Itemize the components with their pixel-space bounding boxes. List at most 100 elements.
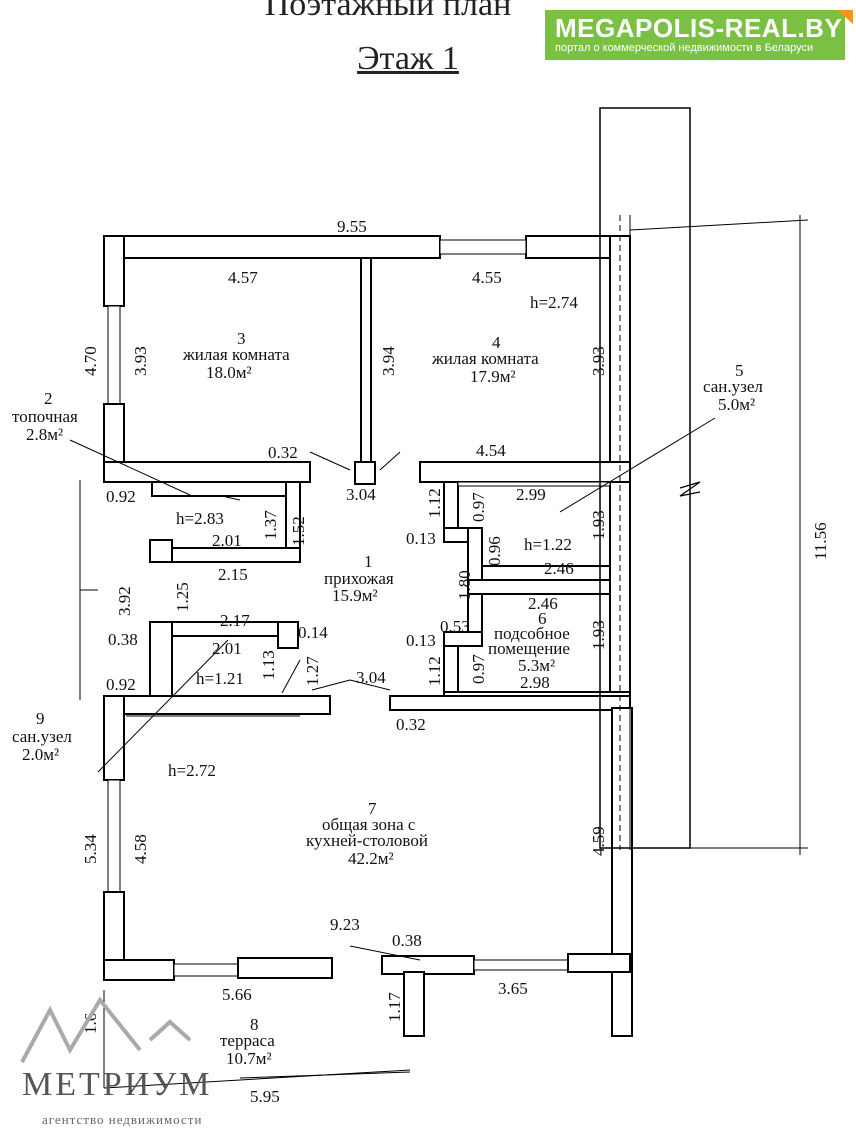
agency-tagline: агентство недвижимости: [42, 1112, 203, 1127]
wall-bath9-bottom: [103, 695, 331, 715]
dim-r3-h: 3.93: [131, 346, 150, 376]
dim-092a: 0.92: [106, 487, 136, 506]
dim-032a: 0.32: [268, 443, 298, 462]
height-r4: h=2.74: [530, 293, 578, 312]
height-bath9: h=1.21: [196, 669, 244, 688]
r6-name2: помещение: [488, 639, 570, 658]
r1-name: прихожая: [324, 569, 394, 588]
r3-area: 18.0м²: [206, 363, 252, 382]
window-bottom-left: [173, 963, 239, 977]
dim-215: 2.15: [218, 565, 248, 584]
height-shower: h=1.22: [524, 535, 572, 554]
dim-013a: 0.13: [406, 529, 436, 548]
dim-534: 5.34: [81, 834, 100, 864]
dim-392: 3.92: [115, 586, 134, 616]
height-r2: h=2.83: [176, 509, 224, 528]
dim-038b: 0.38: [392, 931, 422, 950]
r9-area: 2.0м²: [22, 745, 59, 764]
dim-298: 2.98: [520, 673, 550, 692]
dim-top-total: 9.55: [337, 217, 367, 236]
height-r7: h=2.72: [168, 761, 216, 780]
r6-num: 6: [538, 609, 547, 628]
brand-banner[interactable]: MEGAPOLIS-REAL.BY портал о коммерческой …: [545, 10, 853, 60]
dim-r3-width: 4.57: [228, 268, 258, 287]
r2-name: топочная: [12, 407, 78, 426]
wall-bath9-stub: [277, 621, 299, 649]
wall-terrace-post: [403, 971, 425, 1037]
wall-left-upper: [103, 235, 125, 307]
dim-566: 5.66: [222, 985, 252, 1004]
dim-096: 0.96: [485, 536, 504, 566]
r8-area: 10.7м²: [226, 1049, 272, 1068]
r1-num: 1: [364, 552, 373, 571]
dim-458: 4.58: [131, 834, 150, 864]
wall-r6-top: [467, 579, 611, 595]
wall-r5-left: [443, 481, 459, 529]
window-bottom-right: [473, 959, 569, 971]
thin-lines: [69, 215, 809, 1089]
dim-246a: 2.46: [544, 559, 574, 578]
dim-193b: 1.93: [589, 620, 608, 650]
wall-boiler-stub: [149, 539, 173, 563]
dim-595: 5.95: [250, 1087, 280, 1106]
wall-r6-left2: [443, 645, 459, 693]
dim-304b: 3.04: [356, 668, 386, 687]
dim-097a: 0.97: [469, 492, 488, 522]
dim-125: 1.25: [173, 582, 192, 612]
dim-459: 4.59: [589, 826, 608, 856]
r6-area: 5.3м²: [518, 656, 555, 675]
break-mark: [679, 481, 701, 497]
dim-053: 0.53: [440, 617, 470, 636]
wall-boiler-bottom: [171, 547, 301, 563]
wall-bottom-right: [381, 955, 475, 975]
r7-num: 7: [368, 799, 377, 818]
wall-top-right: [525, 235, 617, 259]
wall-bottom-left: [103, 959, 175, 981]
dim-left-470: 4.70: [81, 346, 100, 376]
dim-r4-h: 3.93: [589, 346, 608, 376]
dim-013b: 0.13: [406, 631, 436, 650]
dim-113: 1.13: [259, 650, 278, 680]
window-left-upper: [107, 305, 121, 405]
dim-127: 1.27: [303, 656, 322, 686]
dim-1156: 11.56: [811, 522, 830, 560]
r5-num: 5: [735, 361, 744, 380]
wall-r3-bottom: [103, 461, 311, 483]
dim-112a: 1.12: [425, 488, 444, 518]
wall-r4-bottom: [419, 461, 631, 483]
r2-area: 2.8м²: [26, 425, 63, 444]
r1-area: 15.9м²: [332, 586, 378, 605]
wall-right-low: [611, 707, 633, 1037]
r7-name2: кухней-столовой: [306, 831, 428, 850]
dim-092b: 0.92: [106, 675, 136, 694]
r9-num: 9: [36, 709, 45, 728]
agency-name: МЕТРИУМ: [22, 1066, 213, 1103]
dim-299: 2.99: [516, 485, 546, 504]
dim-180: 1.80: [455, 570, 474, 600]
r8-num: 8: [250, 1015, 259, 1034]
dim-032b: 0.32: [396, 715, 426, 734]
dim-304a: 3.04: [346, 485, 376, 504]
r9-name: сан.узел: [12, 727, 72, 746]
column: [354, 461, 376, 485]
dim-193a: 1.93: [589, 510, 608, 540]
wall-boiler-top: [151, 481, 301, 497]
r8-name: терраса: [220, 1031, 275, 1050]
r5-name: сан.узел: [703, 377, 763, 396]
dim-097b: 0.97: [469, 654, 488, 684]
dim-137: 1.37: [261, 510, 280, 540]
dim-014: 0.14: [298, 623, 328, 642]
r4-name: жилая комната: [431, 349, 539, 368]
dim-201b: 2.01: [212, 639, 242, 658]
dim-038a: 0.38: [108, 630, 138, 649]
brand-name: MEGAPOLIS-REAL.BY: [555, 13, 843, 43]
floor-label: Этаж 1: [357, 40, 459, 77]
brand-tagline: портал о коммерческой недвижимости в Бел…: [555, 42, 814, 54]
r3-num: 3: [237, 329, 246, 348]
window-top: [439, 239, 527, 255]
wall-bottom-left2: [237, 957, 333, 979]
wall-hall-right-bottom: [389, 695, 631, 711]
dim-246b: 2.46: [528, 594, 558, 613]
dim-r4-width: 4.55: [472, 268, 502, 287]
